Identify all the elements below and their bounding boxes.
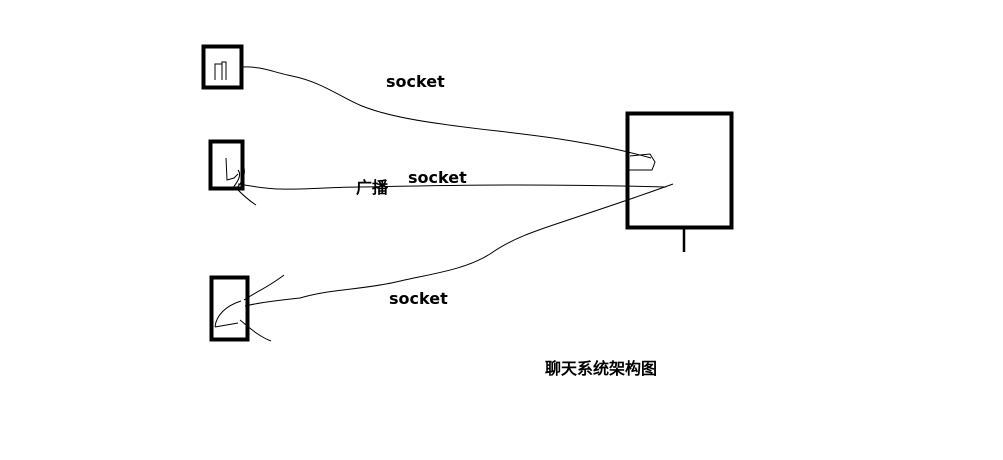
client-box-3 [209, 275, 250, 342]
connection-line-2 [237, 183, 667, 190]
client-scribble-3 [214, 274, 285, 342]
client-node-1 [201, 44, 244, 90]
connection-label-2: socket [408, 168, 467, 187]
diagram-title: 聊天系统架构图 [545, 359, 658, 378]
client-scribble-2 [225, 157, 257, 206]
connection-label-3: socket [389, 289, 448, 308]
connection-line-1 [240, 66, 652, 159]
server-node [625, 111, 734, 252]
broadcast-label: 广播 [356, 178, 389, 197]
connection-label-1: socket [386, 72, 445, 91]
client-box-2 [208, 139, 245, 191]
server-box [625, 111, 734, 230]
client-node-2 [208, 139, 257, 206]
client-node-3 [209, 274, 285, 342]
client-scribble-1 [214, 61, 227, 80]
connection-line-3 [244, 183, 674, 307]
server-scribble [628, 153, 656, 171]
